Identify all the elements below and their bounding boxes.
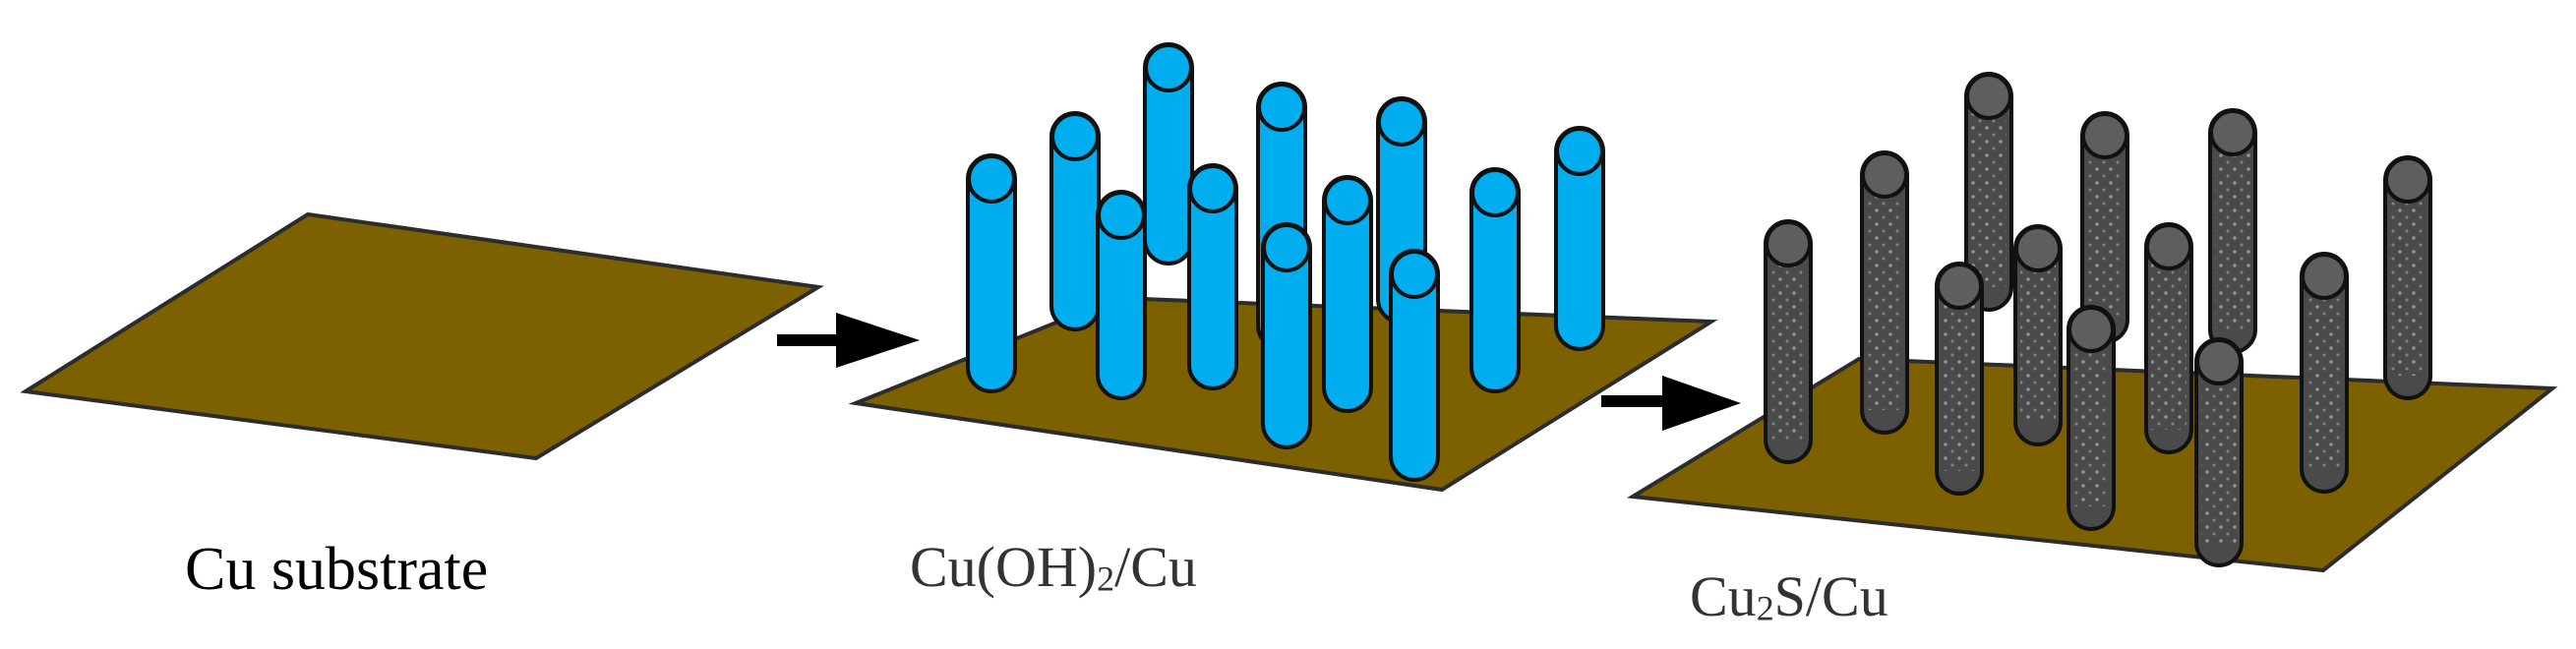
cu-oh2-nanorod xyxy=(1261,222,1312,449)
cu-oh2-nanorod xyxy=(1554,126,1605,351)
cu2s-nanorod xyxy=(1964,72,2013,312)
label-cu-oh2-suffix: /Cu xyxy=(1114,535,1197,599)
right-arrow-icon xyxy=(777,313,920,368)
cu2s-nanorod xyxy=(2208,108,2257,354)
cu2s-nanorod xyxy=(1860,150,1909,435)
label-cu2s-main: Cu xyxy=(1690,564,1757,628)
cu-oh2-nanorod xyxy=(1187,163,1238,390)
cu-oh2-nanorod xyxy=(1096,190,1147,400)
label-cu-substrate: Cu substrate xyxy=(185,536,489,603)
cu-oh2-nanorod xyxy=(1389,249,1440,482)
cu2s-nanorod xyxy=(2194,337,2244,567)
label-cu-oh2-subscript: 2 xyxy=(1097,559,1115,599)
cu2s-nanorod xyxy=(1764,219,1813,464)
label-cu-oh2-main: Cu(OH) xyxy=(910,535,1098,599)
stage-cu2s-cu xyxy=(1626,72,2558,573)
cu2s-nanorod xyxy=(2383,155,2432,400)
cu2s-nanorod xyxy=(2080,111,2129,344)
cu2s-nanorod xyxy=(2300,252,2349,494)
label-cu2s-suffix: S/Cu xyxy=(1773,564,1888,628)
label-cu2s-subscript: 2 xyxy=(1756,588,1774,628)
cu-oh2-nanorod xyxy=(966,153,1017,393)
label-cu-oh2-cu: Cu(OH)2/Cu xyxy=(910,539,1197,597)
cu-oh2-nanorod xyxy=(1049,111,1101,331)
cu-oh2-nanorod xyxy=(1322,175,1373,413)
stage-cu-oh2-cu xyxy=(848,42,1718,493)
cu2s-nanorod xyxy=(2067,305,2116,531)
right-arrow-icon xyxy=(1601,376,1741,431)
cu-oh2-nanorod xyxy=(1143,42,1194,266)
cu2s-nanorod xyxy=(1935,262,1984,496)
cu2s-nanorod xyxy=(2013,224,2063,446)
stage-cu-substrate xyxy=(20,211,824,461)
cu2s-nanorod xyxy=(2144,222,2193,454)
cu-oh2-nanorod xyxy=(1469,167,1521,393)
label-cu2s-cu: Cu2S/Cu xyxy=(1690,568,1888,626)
cu-substrate-plate xyxy=(20,211,824,461)
